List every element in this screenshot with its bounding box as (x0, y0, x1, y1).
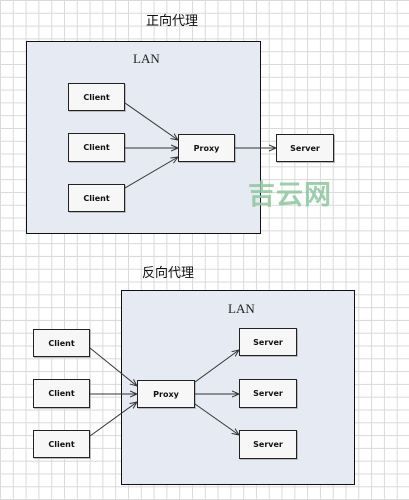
reverse-server-3: Server (239, 430, 297, 459)
reverse-proxy-node: Proxy (137, 380, 195, 408)
forward-proxy-title: 正向代理 (146, 14, 199, 29)
forward-client-2: Client (68, 133, 125, 162)
forward-server-node: Server (276, 134, 334, 162)
reverse-proxy-title: 反向代理 (142, 266, 195, 281)
forward-client-3: Client (68, 184, 125, 212)
reverse-client-3: Client (33, 430, 90, 458)
reverse-server-1: Server (239, 328, 297, 356)
forward-client-1: Client (68, 83, 125, 111)
forward-lan-label: LAN (133, 51, 160, 66)
forward-proxy-node: Proxy (178, 134, 235, 162)
reverse-lan-label: LAN (228, 301, 255, 316)
watermark: 吉云网 (248, 180, 332, 211)
reverse-server-2: Server (239, 379, 297, 408)
reverse-client-1: Client (33, 329, 90, 357)
reverse-client-2: Client (33, 379, 90, 408)
